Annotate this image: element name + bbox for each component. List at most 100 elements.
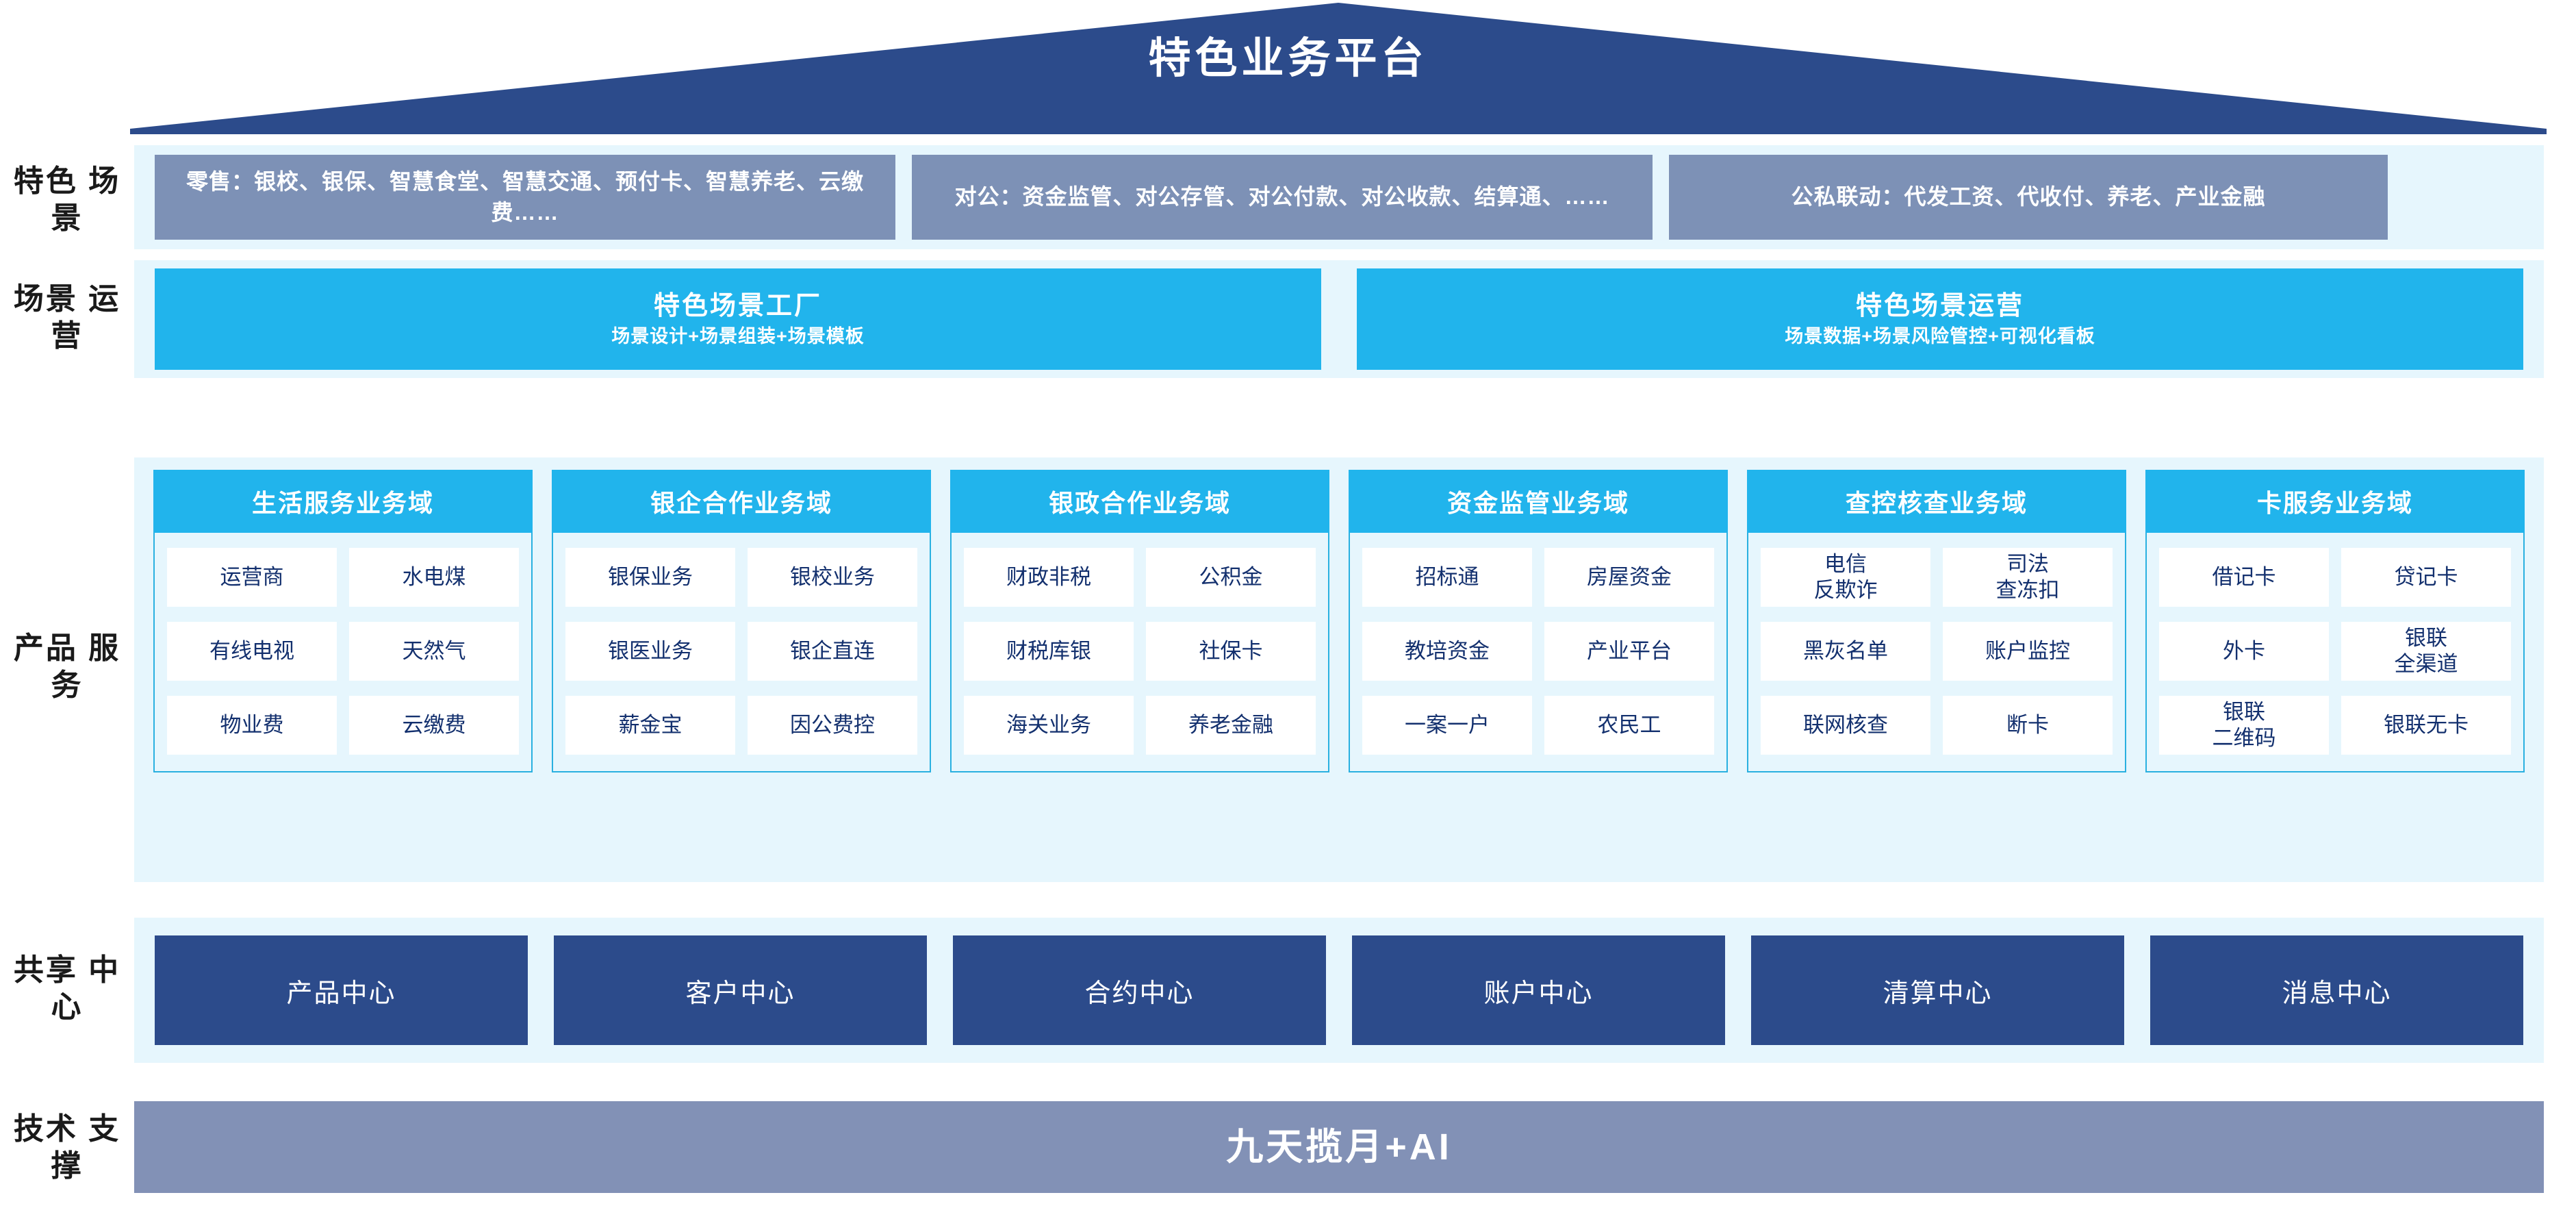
domain-cell[interactable]: 物业费 xyxy=(167,696,337,755)
domain-cell[interactable]: 银医业务 xyxy=(565,622,735,681)
domain-cell[interactable]: 产业平台 xyxy=(1544,622,1714,681)
domain-row: 银医业务银企直连 xyxy=(565,622,917,681)
domain-cell[interactable]: 养老金融 xyxy=(1146,696,1316,755)
domain-cell[interactable]: 天然气 xyxy=(349,622,519,681)
domain-card: 查控核查业务域电信 反欺诈司法 查冻扣黑灰名单账户监控联网核查断卡 xyxy=(1747,470,2126,772)
domain-row: 借记卡贷记卡 xyxy=(2159,548,2511,607)
domain-cell[interactable]: 运营商 xyxy=(167,548,337,607)
domain-row: 一案一户农民工 xyxy=(1362,696,1714,755)
domain-row: 招标通房屋资金 xyxy=(1362,548,1714,607)
domain-row: 银联 二维码银联无卡 xyxy=(2159,696,2511,755)
domain-cell[interactable]: 账户监控 xyxy=(1943,622,2113,681)
operations-title: 特色场景运营 xyxy=(1855,291,2024,320)
domain-row: 财政非税公积金 xyxy=(964,548,1316,607)
page-title: 特色业务平台 xyxy=(1148,35,1428,82)
domain-card-title: 生活服务业务域 xyxy=(153,470,533,533)
shared-center-band: 产品中心客户中心合约中心账户中心清算中心消息中心 xyxy=(134,918,2544,1063)
domain-card: 资金监管业务域招标通房屋资金教培资金产业平台一案一户农民工 xyxy=(1349,470,1728,772)
domain-cell[interactable]: 海关业务 xyxy=(964,696,1134,755)
tech-support-band: 九天揽月+AI xyxy=(134,1101,2544,1193)
domain-card: 银政合作业务域财政非税公积金财税库银社保卡海关业务养老金融 xyxy=(950,470,1329,772)
operations-subtitle: 场景数据+场景风险管控+可视化看板 xyxy=(1785,325,2095,347)
domain-cell[interactable]: 银联 全渠道 xyxy=(2341,622,2511,681)
row-label-shared: 共享 中心 xyxy=(13,953,121,1024)
domain-card-title: 银政合作业务域 xyxy=(950,470,1329,533)
domain-cell[interactable]: 财政非税 xyxy=(964,548,1134,607)
shared-center-box[interactable]: 清算中心 xyxy=(1751,935,2124,1045)
domain-card-title: 查控核查业务域 xyxy=(1747,470,2126,533)
scene-band: 零售：银校、银保、智慧食堂、智慧交通、预付卡、智慧养老、云缴费…… 对公：资金监… xyxy=(134,145,2544,249)
domain-cell[interactable]: 云缴费 xyxy=(349,696,519,755)
domain-cell[interactable]: 借记卡 xyxy=(2159,548,2329,607)
domain-cell[interactable]: 房屋资金 xyxy=(1544,548,1714,607)
domain-cell[interactable]: 联网核查 xyxy=(1761,696,1930,755)
domain-cell[interactable]: 招标通 xyxy=(1362,548,1532,607)
domain-cell[interactable]: 外卡 xyxy=(2159,622,2329,681)
shared-center-box[interactable]: 账户中心 xyxy=(1352,935,1725,1045)
domain-row: 有线电视天然气 xyxy=(167,622,519,681)
domain-row: 财税库银社保卡 xyxy=(964,622,1316,681)
domain-cell[interactable]: 公积金 xyxy=(1146,548,1316,607)
operations-box-list: 特色场景工厂 场景设计+场景组装+场景模板 特色场景运营 场景数据+场景风险管控… xyxy=(134,260,2544,378)
domain-row: 电信 反欺诈司法 查冻扣 xyxy=(1761,548,2113,607)
scene-box-corporate[interactable]: 对公：资金监管、对公存管、对公付款、对公收款、结算通、…… xyxy=(912,155,1653,240)
domain-card-body: 运营商水电煤有线电视天然气物业费云缴费 xyxy=(153,533,533,772)
operations-band: 特色场景工厂 场景设计+场景组装+场景模板 特色场景运营 场景数据+场景风险管控… xyxy=(134,260,2544,378)
domain-cell[interactable]: 银企直连 xyxy=(748,622,917,681)
domain-card-body: 借记卡贷记卡外卡银联 全渠道银联 二维码银联无卡 xyxy=(2145,533,2525,772)
scene-box-retail[interactable]: 零售：银校、银保、智慧食堂、智慧交通、预付卡、智慧养老、云缴费…… xyxy=(155,155,895,240)
row-label-products: 产品 服务 xyxy=(13,631,121,702)
domain-cell[interactable]: 一案一户 xyxy=(1362,696,1532,755)
shared-center-list: 产品中心客户中心合约中心账户中心清算中心消息中心 xyxy=(134,918,2544,1063)
domain-row: 教培资金产业平台 xyxy=(1362,622,1714,681)
operations-box-scene-factory[interactable]: 特色场景工厂 场景设计+场景组装+场景模板 xyxy=(155,268,1321,370)
domain-cell[interactable]: 司法 查冻扣 xyxy=(1943,548,2113,607)
domain-cell[interactable]: 银保业务 xyxy=(565,548,735,607)
row-label-operations: 场景 运营 xyxy=(13,282,121,353)
shared-center-box[interactable]: 合约中心 xyxy=(953,935,1326,1045)
platform-roof: 特色业务平台 xyxy=(0,0,2576,134)
domain-cell[interactable]: 财税库银 xyxy=(964,622,1134,681)
row-label-tech: 技术 支撑 xyxy=(13,1112,121,1183)
domain-row: 海关业务养老金融 xyxy=(964,696,1316,755)
operations-title: 特色场景工厂 xyxy=(653,291,822,320)
domain-card: 银企合作业务域银保业务银校业务银医业务银企直连薪金宝因公费控 xyxy=(552,470,931,772)
domain-row: 联网核查断卡 xyxy=(1761,696,2113,755)
domain-cell[interactable]: 水电煤 xyxy=(349,548,519,607)
scene-box-list: 零售：银校、银保、智慧食堂、智慧交通、预付卡、智慧养老、云缴费…… 对公：资金监… xyxy=(134,145,2544,249)
roof-polygon xyxy=(130,3,2547,134)
operations-box-scene-operation[interactable]: 特色场景运营 场景数据+场景风险管控+可视化看板 xyxy=(1357,268,2523,370)
domain-cell[interactable]: 因公费控 xyxy=(748,696,917,755)
domain-cell[interactable]: 社保卡 xyxy=(1146,622,1316,681)
domain-cell[interactable]: 银联 二维码 xyxy=(2159,696,2329,755)
domain-card-body: 财政非税公积金财税库银社保卡海关业务养老金融 xyxy=(950,533,1329,772)
domain-card-list: 生活服务业务域运营商水电煤有线电视天然气物业费云缴费银企合作业务域银保业务银校业… xyxy=(134,457,2544,882)
domain-cell[interactable]: 薪金宝 xyxy=(565,696,735,755)
domain-cell[interactable]: 教培资金 xyxy=(1362,622,1532,681)
roof-shape xyxy=(130,3,2547,134)
domain-cell[interactable]: 农民工 xyxy=(1544,696,1714,755)
domain-card-title: 银企合作业务域 xyxy=(552,470,931,533)
domain-cell[interactable]: 银校业务 xyxy=(748,548,917,607)
domain-card-body: 银保业务银校业务银医业务银企直连薪金宝因公费控 xyxy=(552,533,931,772)
operations-subtitle: 场景设计+场景组装+场景模板 xyxy=(611,325,865,347)
domain-cell[interactable]: 黑灰名单 xyxy=(1761,622,1930,681)
domain-cell[interactable]: 有线电视 xyxy=(167,622,337,681)
shared-center-box[interactable]: 产品中心 xyxy=(155,935,528,1045)
products-band: 生活服务业务域运营商水电煤有线电视天然气物业费云缴费银企合作业务域银保业务银校业… xyxy=(134,457,2544,882)
shared-center-box[interactable]: 客户中心 xyxy=(554,935,927,1045)
domain-row: 银保业务银校业务 xyxy=(565,548,917,607)
domain-row: 运营商水电煤 xyxy=(167,548,519,607)
domain-cell[interactable]: 断卡 xyxy=(1943,696,2113,755)
domain-row: 外卡银联 全渠道 xyxy=(2159,622,2511,681)
domain-card: 生活服务业务域运营商水电煤有线电视天然气物业费云缴费 xyxy=(153,470,533,772)
domain-card-body: 电信 反欺诈司法 查冻扣黑灰名单账户监控联网核查断卡 xyxy=(1747,533,2126,772)
row-label-scene: 特色 场景 xyxy=(13,164,121,235)
domain-card: 卡服务业务域借记卡贷记卡外卡银联 全渠道银联 二维码银联无卡 xyxy=(2145,470,2525,772)
domain-row: 黑灰名单账户监控 xyxy=(1761,622,2113,681)
domain-cell[interactable]: 银联无卡 xyxy=(2341,696,2511,755)
domain-cell[interactable]: 电信 反欺诈 xyxy=(1761,548,1930,607)
shared-center-box[interactable]: 消息中心 xyxy=(2150,935,2523,1045)
domain-cell[interactable]: 贷记卡 xyxy=(2341,548,2511,607)
scene-box-public-private-linkage[interactable]: 公私联动：代发工资、代收付、养老、产业金融 xyxy=(1669,155,2388,240)
